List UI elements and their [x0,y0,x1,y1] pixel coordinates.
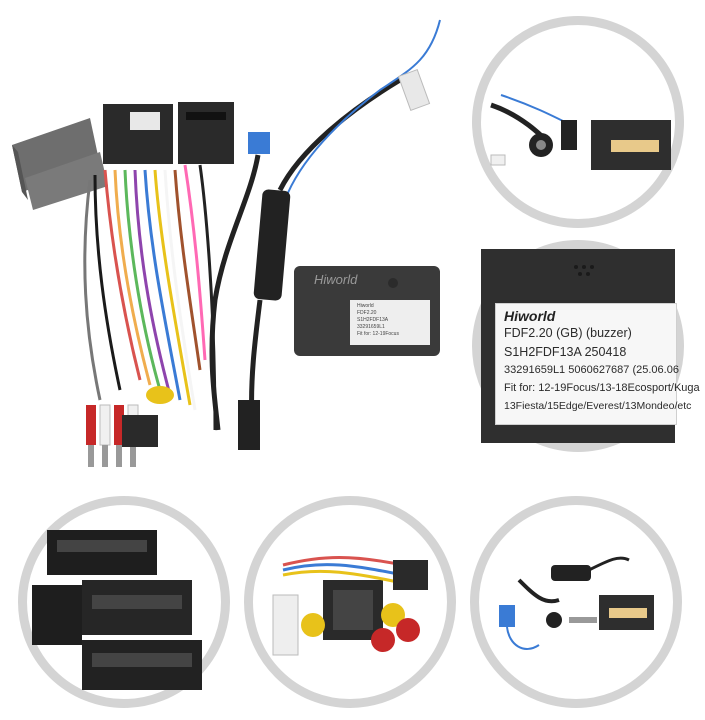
label-line-2: S1H2FDF13A 250418 [504,345,627,359]
antenna-plug [397,69,431,111]
blue-connector [248,132,270,154]
gray-connector-left [12,118,108,210]
label-line-5: 13Fiesta/15Edge/Everest/13Mondeo/etc [504,400,692,412]
detail-circle-cable-set [470,496,682,708]
detail-circle-connectors [18,496,230,708]
label-line-4: Fit for: 12-19Focus/13-18Ecosport/Kuga [504,382,700,394]
module-label [350,300,430,345]
label-line-1: FDF2.20 (GB) (buzzer) [504,326,632,340]
product-label: Hiworld FDF2.20 (GB) (buzzer) S1H2FDF13A… [495,303,700,425]
detail-circle-label: Hiworld FDF2.20 (GB) (buzzer) S1H2FDF13A… [472,240,700,452]
cable-set-detail-image [499,556,654,650]
inline-fuse-box [253,189,291,301]
black-connector-top-right [178,102,234,164]
detail-circle-harness [244,496,456,708]
connectors-detail-image [32,530,202,690]
label-brand: Hiworld [504,308,556,324]
harness-detail-image [272,556,428,656]
label-line-3: 33291659L1 5060627687 (25.06.06 [504,364,679,376]
square-connector [122,415,158,447]
black-plug [238,400,260,450]
main-harness-image [12,19,441,467]
module-label-text: Hiworld FDF2.20 S1H2FDF13A 33291659L1 Fi… [357,303,399,337]
detail-circle-module [472,16,684,228]
module-detail-image [490,94,671,170]
wire-bundle [83,164,217,431]
module-brand: Hiworld [314,272,358,287]
